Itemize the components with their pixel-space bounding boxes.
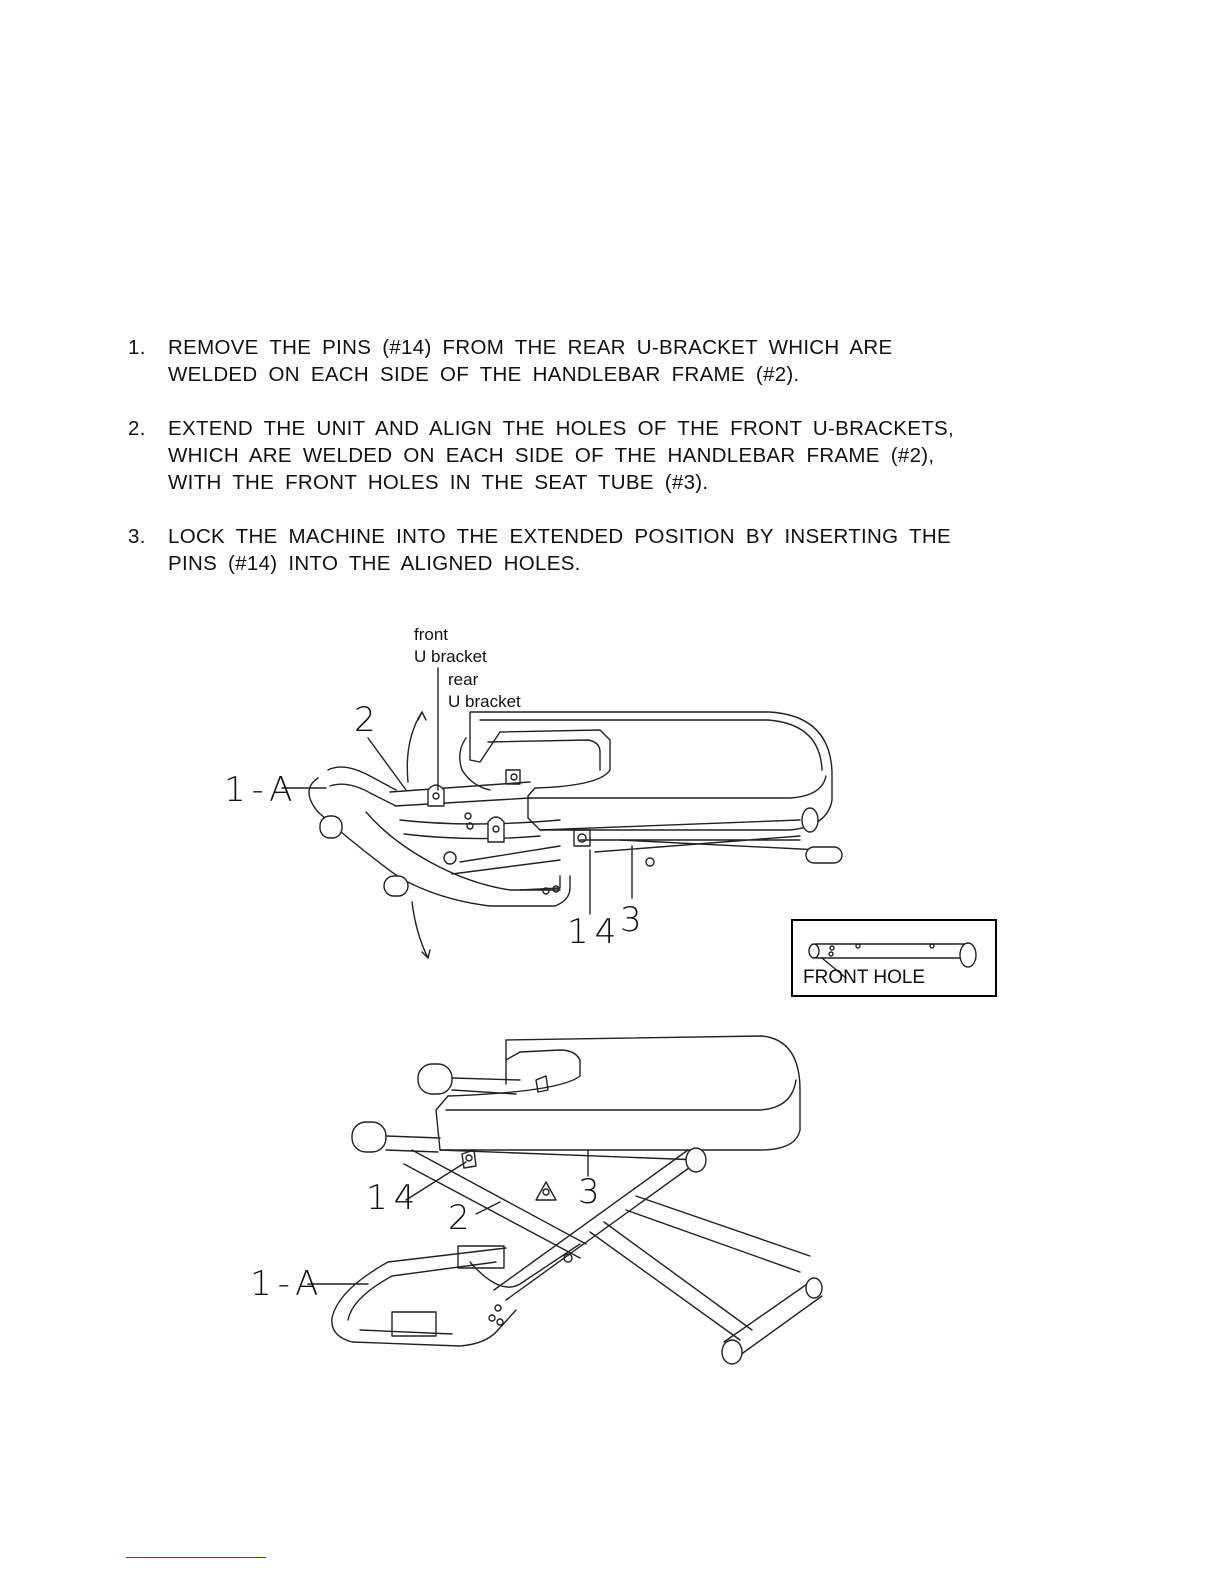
step-1: 1. REMOVE THE PINS (#14) FROM THE REAR U… [128, 334, 1028, 388]
part-label-14: 14 [567, 912, 623, 952]
step-3: 3. LOCK THE MACHINE INTO THE EXTENDED PO… [128, 523, 1028, 577]
step-text-line: WELDED ON EACH SIDE OF THE HANDLEBAR FRA… [168, 363, 800, 386]
front-hole-inset: FRONT HOLE [791, 919, 997, 997]
part-label-2: 2 [354, 700, 376, 740]
seat-tube-inset-drawing [809, 943, 976, 978]
part-label-3-bottom: 3 [578, 1172, 600, 1212]
step-number: 1. [128, 336, 146, 359]
step-text-line: REMOVE THE PINS (#14) FROM THE REAR U-BR… [168, 336, 893, 359]
step-text-line: EXTEND THE UNIT AND ALIGN THE HOLES OF T… [168, 417, 955, 440]
assembly-steps: 1. REMOVE THE PINS (#14) FROM THE REAR U… [128, 334, 1028, 604]
step-number: 2. [128, 417, 146, 440]
part-label-3: 3 [620, 900, 642, 940]
step-number: 3. [128, 525, 146, 548]
folded-machine-drawing [282, 668, 842, 958]
extended-machine-drawing [308, 1036, 822, 1364]
callout-rear-bracket-line2: U bracket [448, 692, 521, 711]
step-2: 2. EXTEND THE UNIT AND ALIGN THE HOLES O… [128, 415, 1028, 496]
callout-front-bracket-line1: front [414, 625, 449, 644]
step-text-line: PINS (#14) INTO THE ALIGNED HOLES. [168, 552, 581, 575]
step-text-line: LOCK THE MACHINE INTO THE EXTENDED POSIT… [168, 525, 951, 548]
part-label-14-bottom: 14 [366, 1178, 422, 1218]
footer-rule [126, 1557, 266, 1558]
step-text-line: WITH THE FRONT HOLES IN THE SEAT TUBE (#… [168, 471, 709, 494]
part-label-1a: 1-A [224, 770, 299, 810]
step-text-line: WHICH ARE WELDED ON EACH SIDE OF THE HAN… [168, 444, 935, 467]
part-label-2-bottom: 2 [448, 1198, 470, 1238]
callout-front-bracket-line2: U bracket [414, 647, 487, 666]
part-label-1a-bottom: 1-A [250, 1264, 325, 1304]
callout-rear-bracket-line1: rear [448, 670, 479, 689]
inset-label: FRONT HOLE [803, 967, 926, 988]
